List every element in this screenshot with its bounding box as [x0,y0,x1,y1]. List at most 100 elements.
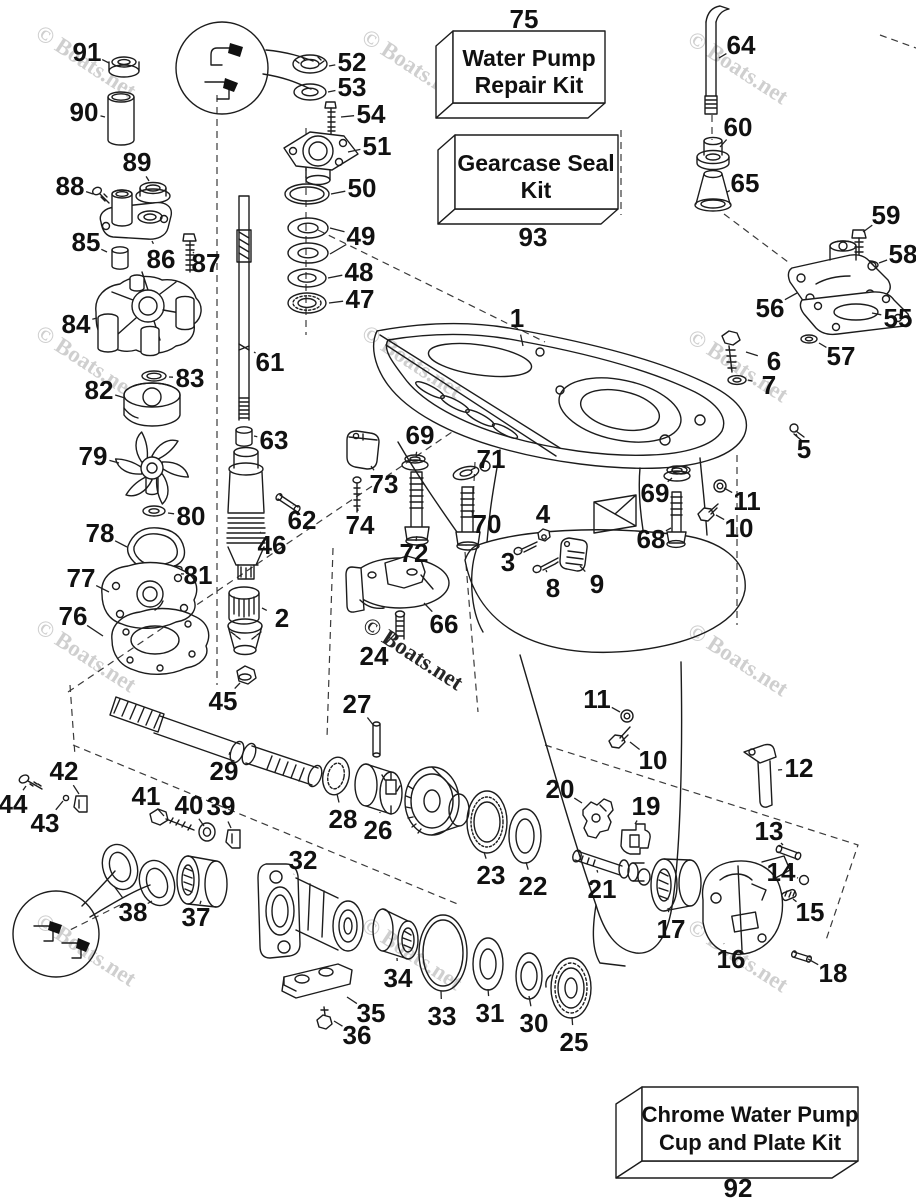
callout-7: 7 [762,370,776,400]
callout-leader [792,898,797,903]
callout-79: 79 [79,441,108,471]
callout-leader [415,536,418,542]
callout-2: 2 [275,603,289,633]
callout-57: 57 [827,341,856,371]
callout-73: 73 [370,469,399,499]
part-10-screw-upper [697,503,719,522]
part-71-washer [452,465,480,481]
callout-45: 45 [209,686,238,716]
part-43-ball [62,794,70,802]
callout-leader [423,602,433,613]
part-12-shift-handle [743,743,777,808]
part-7-washer [727,374,747,386]
callout-leader [545,569,548,573]
callout-69: 69 [406,420,435,450]
part-90-liner-tube [107,91,135,146]
callout-91: 91 [73,37,102,67]
callout-10: 10 [639,745,668,775]
callout-48: 48 [345,257,374,287]
part-20-shift-cam [582,798,614,839]
callout-leader [878,259,888,264]
part-16-bearing-housing [701,855,791,955]
part-5-fitting [789,423,805,441]
callout-18: 18 [819,958,848,988]
callout-leader [101,248,108,253]
part-33-oring [418,914,468,992]
callout-59: 59 [872,200,901,230]
callout-44: 44 [0,789,28,819]
kit-box-gearcase-seal: Gearcase Seal Kit [437,134,619,225]
part-35-anode-plate [281,963,353,999]
callout-28: 28 [329,804,358,834]
callout-leader [528,995,532,1007]
callout-leader [487,988,490,997]
callout-leader [156,808,165,817]
callout-70: 70 [473,509,502,539]
callout-37: 37 [182,902,211,932]
callout-leader [726,190,731,193]
callout-leader [95,585,110,593]
callout-leader [519,334,524,347]
kit-box-93-line2: Kit [521,177,552,203]
part-65-cone [694,169,732,212]
part-87-screw [182,233,197,273]
callout-leader [780,842,784,846]
callout-92: 92 [724,1173,753,1200]
part-70-bolt [455,486,481,551]
callout-53: 53 [338,72,367,102]
part-28-thrust-ring [321,756,351,796]
callout-leader-lines [22,53,888,1027]
callout-leader [55,800,64,811]
callout-leader [72,784,80,795]
part-73-anode [346,430,380,470]
callout-leader [101,59,110,64]
callout-leader [199,900,202,905]
callout-17: 17 [657,914,686,944]
part-49-washers [287,217,329,264]
callout-36: 36 [343,1020,372,1050]
callout-8: 8 [546,573,560,603]
callout-19: 19 [632,791,661,821]
callout-74: 74 [346,510,375,540]
callout-leader [807,958,819,966]
callout-leader [346,996,358,1005]
part-50-oring [284,183,330,205]
callout-89: 89 [123,147,152,177]
part-60-grommet [696,136,730,171]
part-13-pin [775,844,802,861]
callout-93: 93 [519,222,548,252]
callout-90: 90 [70,97,99,127]
callout-29: 29 [210,756,239,786]
kit-box-75-line1: Water Pump [462,45,595,71]
callout-leader [470,510,475,514]
part-46-pinion-shaft [226,446,266,580]
callout-4: 4 [536,499,551,529]
part-40-washer [198,822,216,842]
callout-85: 85 [72,227,101,257]
callout-9: 9 [590,569,604,599]
part-14-ball [798,874,810,886]
callout-leader [115,394,126,399]
callout-leader [114,540,128,548]
callout-6: 6 [767,346,781,376]
callout-leader [327,89,336,93]
part-61-driveshaft [236,195,252,421]
callout-14: 14 [767,857,796,887]
callout-leader [253,435,258,438]
callout-50: 50 [348,173,377,203]
callout-75: 75 [510,4,539,34]
part-21-shift-rod [572,849,651,886]
part-88-screw [91,186,110,204]
callout-88: 88 [56,171,85,201]
part-57-washer [800,334,818,344]
callout-leader [330,190,346,195]
callout-leader [100,115,106,118]
part-47-bearing [287,292,327,314]
callout-76: 76 [59,601,88,631]
part-51-seal-housing [283,131,359,186]
part-64-speedometer-tube [704,5,730,115]
part-26-clutch-dog [354,763,403,815]
part-68-bolt [666,491,687,549]
callout-leader [573,797,583,804]
